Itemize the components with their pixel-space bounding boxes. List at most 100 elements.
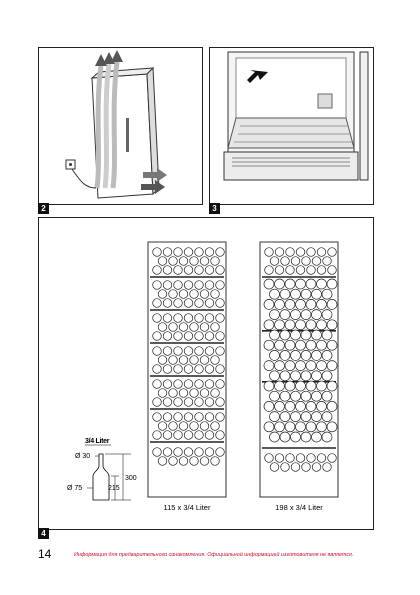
bottle-outline — [306, 453, 316, 463]
bottle-outline — [327, 453, 337, 463]
bottle-outline — [152, 298, 162, 308]
bottle-outline — [290, 390, 301, 402]
bottle-outline — [284, 360, 296, 371]
bottle-outline — [300, 390, 312, 402]
bottle-outline — [210, 421, 220, 431]
bottle-outline — [279, 390, 291, 402]
bottle-outline — [215, 430, 225, 440]
bottle-outline — [316, 278, 327, 290]
bottle-outline — [157, 256, 168, 266]
bottle-outline — [300, 411, 312, 422]
bottle-outline — [279, 431, 291, 443]
bottle-outline — [194, 313, 204, 323]
bottle-outline — [274, 247, 285, 257]
bottle-outline — [316, 401, 327, 412]
bottle-outline — [321, 329, 333, 341]
figure-2-panel — [38, 47, 203, 205]
bottle-outline — [274, 339, 285, 351]
bottle-outline — [279, 370, 291, 382]
bottle-outline — [183, 346, 194, 356]
bottle-outline — [189, 355, 199, 365]
bottle-outline — [316, 421, 327, 433]
bottle-outline — [173, 346, 183, 356]
bottle-outline — [152, 346, 162, 356]
bottle-outline — [295, 421, 306, 433]
bottle-outline — [215, 331, 225, 341]
bottle-outline — [173, 379, 183, 389]
bottle-outline — [173, 397, 183, 407]
bottle-outline — [300, 350, 312, 361]
bottle-outline — [305, 299, 317, 310]
bottle-outline — [178, 256, 189, 266]
bottle-outline — [274, 299, 285, 310]
bottle-outline — [210, 289, 220, 299]
bottle-outline — [263, 401, 275, 412]
bottle-outline — [204, 412, 215, 422]
bottle-outline — [311, 256, 322, 266]
bottle-outline — [204, 379, 215, 389]
bottle-outline — [157, 355, 168, 365]
bottle-outline — [183, 447, 194, 457]
bottle-outline — [295, 453, 306, 463]
bottle-outline — [295, 319, 306, 331]
bottle-outline — [311, 350, 322, 361]
bottle-outline — [210, 256, 220, 266]
bottle-outline — [152, 247, 162, 257]
bottle-outline — [183, 265, 194, 275]
bottle-outline — [264, 265, 274, 275]
bottle-outline — [280, 462, 290, 472]
bottle-outline — [168, 421, 178, 431]
bottle-outline — [162, 397, 173, 407]
body-height-label: 215 — [108, 485, 120, 492]
bottle-outline — [326, 360, 338, 371]
bottle-outline — [204, 265, 215, 275]
bottle-outline — [162, 298, 173, 308]
bottle-outline — [189, 456, 199, 466]
bottle-outline — [295, 278, 306, 290]
bottle-outline — [215, 379, 225, 389]
bottle-outline — [157, 456, 168, 466]
bottle-outline — [162, 313, 173, 323]
bottle-outline — [194, 298, 204, 308]
right-rack-bottles — [262, 247, 338, 472]
bottle-outline — [311, 309, 322, 320]
bottle-outline — [194, 280, 204, 290]
bottle-outline — [279, 309, 291, 320]
bottle-outline — [295, 401, 306, 412]
bottle-outline — [204, 331, 215, 341]
bottle-outline — [204, 247, 215, 257]
figure-4-illustration: 3/4 Liter Ø 30 Ø 75 215 300 115 x 3/4 Li… — [67, 241, 339, 512]
bottle-outline — [322, 256, 332, 266]
bottle-outline — [326, 278, 338, 290]
bottle-outline — [279, 288, 291, 300]
bottle-outline — [311, 390, 322, 402]
bottle-outline — [178, 355, 189, 365]
bottle-outline — [274, 319, 285, 331]
neck-diameter-label: Ø 30 — [75, 453, 90, 460]
bottle-outline — [274, 453, 285, 463]
bottle-outline — [215, 280, 225, 290]
bottle-outline — [295, 265, 306, 275]
bottle-outline — [152, 397, 162, 407]
bottle-outline — [305, 319, 317, 331]
bottle-outline — [194, 430, 204, 440]
bottle-size-title: 3/4 Liter — [85, 438, 110, 445]
bottle-outline — [199, 388, 210, 398]
bottle-outline — [183, 313, 194, 323]
bottle-outline — [290, 411, 301, 422]
bottle-outline — [285, 453, 295, 463]
bottle-outline — [189, 388, 199, 398]
bottle-outline — [279, 411, 291, 422]
bottle-outline — [327, 247, 337, 257]
bottle-outline — [204, 313, 215, 323]
bottle-outline — [300, 329, 312, 341]
bottle-outline — [290, 350, 301, 361]
bottle-outline — [264, 453, 274, 463]
bottle-outline — [284, 339, 296, 351]
bottle-outline — [290, 309, 301, 320]
bottle-outline — [327, 265, 337, 275]
bottle-outline — [290, 462, 301, 472]
bottle-outline — [157, 322, 168, 332]
bottle-outline — [199, 456, 210, 466]
bottle-outline — [301, 256, 311, 266]
